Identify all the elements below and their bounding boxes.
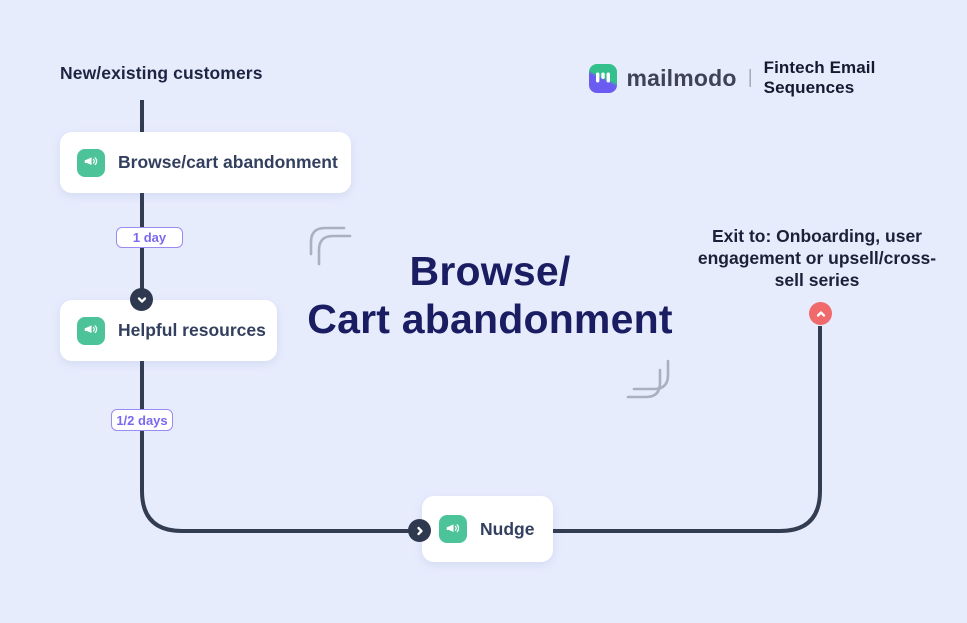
- mailmodo-logo-icon: [589, 63, 618, 93]
- delay-badge-1-day: 1 day: [116, 227, 183, 248]
- bracket-bottom-right-inner: [626, 368, 662, 399]
- brand-tagline: Fintech Email Sequences: [763, 58, 876, 97]
- audience-heading: New/existing customers: [60, 63, 263, 83]
- brand-header: mailmodo | Fintech Email Sequences: [589, 58, 967, 98]
- flow-node-label: Browse/cart abandonment: [118, 152, 338, 172]
- logo-bars-glyph: [596, 72, 611, 83]
- flow-node-label: Helpful resources: [118, 320, 266, 340]
- chevron-down-icon: [130, 288, 153, 311]
- page-title-line2: Cart abandonment: [307, 296, 673, 342]
- flow-node-label: Nudge: [480, 518, 535, 539]
- flow-node-helpful-resources: Helpful resources: [60, 300, 277, 361]
- exit-note: Exit to: Onboarding, user engagement or …: [697, 226, 937, 290]
- delay-badge-1-2-days: 1/2 days: [111, 409, 173, 431]
- bracket-bottom-right-outer: [632, 359, 670, 391]
- chevron-up-icon: [809, 302, 832, 325]
- megaphone-icon: [439, 515, 467, 543]
- page-title-line1: Browse/: [409, 248, 571, 294]
- megaphone-icon: [77, 148, 105, 177]
- flow-node-browse-cart-abandonment: Browse/cart abandonment: [60, 132, 351, 193]
- chevron-right-icon: [408, 519, 431, 542]
- page-title: Browse/ Cart abandonment: [250, 247, 730, 343]
- brand-wordmark: mailmodo: [626, 64, 737, 91]
- brand-divider: |: [747, 67, 753, 88]
- megaphone-icon: [77, 316, 105, 345]
- flow-node-nudge: Nudge: [422, 496, 553, 562]
